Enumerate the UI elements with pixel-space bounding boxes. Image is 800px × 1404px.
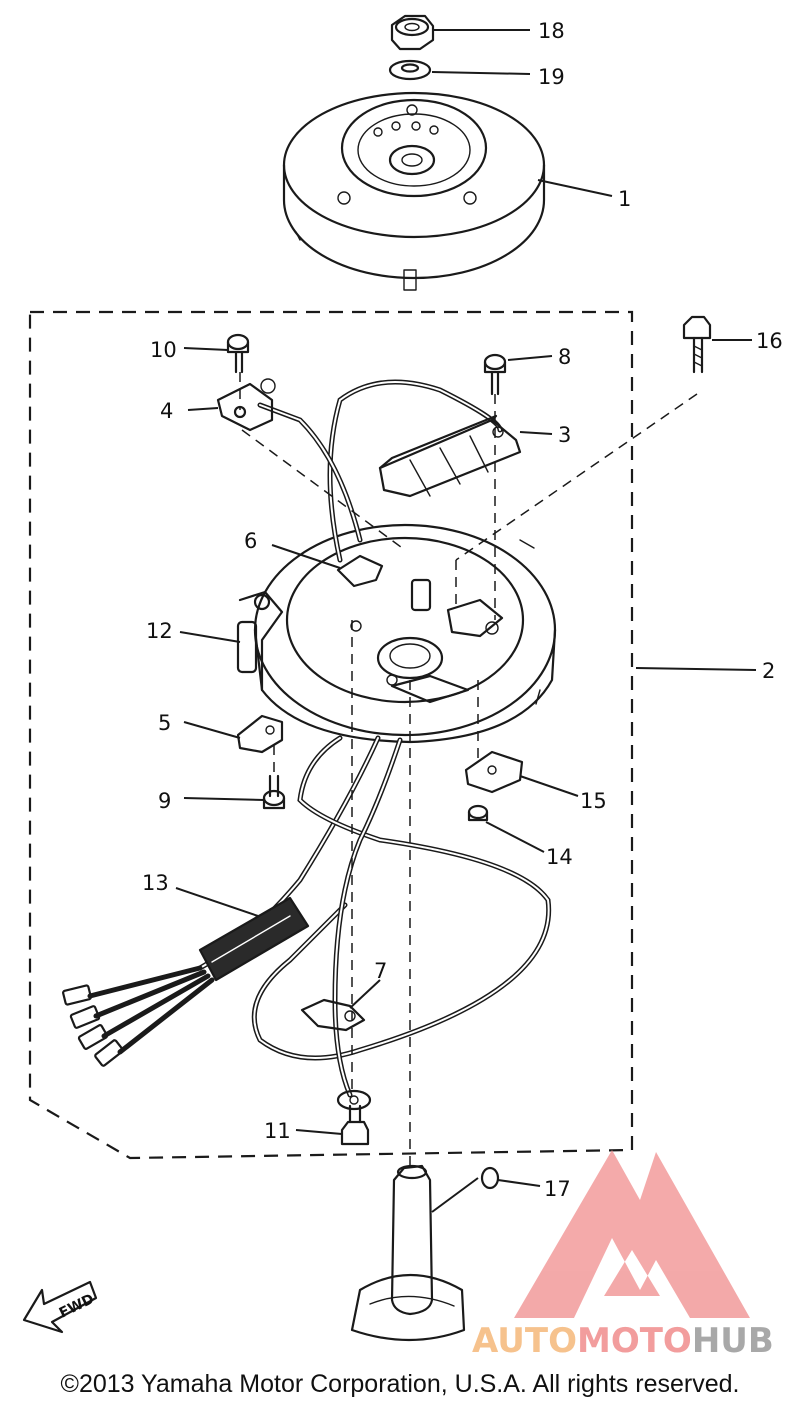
terminal-1 <box>62 984 92 1006</box>
callout-16: 16 <box>756 329 783 353</box>
part-1-flywheel <box>282 91 546 291</box>
callout-labels: 18 19 1 10 8 16 4 3 6 12 2 5 9 15 14 13 … <box>142 19 783 1201</box>
watermark-hub: HUB <box>692 1321 774 1361</box>
watermark-auto: AUTO <box>472 1321 577 1361</box>
callout-5: 5 <box>158 711 171 735</box>
watermark-moto: MOTO <box>577 1321 692 1361</box>
part-19-washer <box>388 59 432 81</box>
callout-14: 14 <box>546 845 573 869</box>
stator-base <box>236 523 557 744</box>
part-8-screw <box>483 353 507 396</box>
part-15-clamp <box>464 750 524 794</box>
callout-2: 2 <box>762 659 775 683</box>
watermark-logo <box>514 1150 750 1318</box>
part-17-key <box>480 1166 500 1190</box>
assembly-boundary-dashed <box>28 310 634 1160</box>
callout-7: 7 <box>374 959 387 983</box>
alignment-lines <box>239 372 698 1166</box>
callout-11: 11 <box>264 1119 291 1143</box>
terminal-4 <box>94 1039 124 1067</box>
leader-lines <box>175 29 757 1213</box>
callout-13: 13 <box>142 871 169 895</box>
part-14-screw <box>467 804 489 822</box>
terminal-3 <box>77 1024 109 1050</box>
callout-12: 12 <box>146 619 173 643</box>
part-9-screw <box>262 774 286 810</box>
callout-3: 3 <box>558 423 571 447</box>
crankshaft <box>350 1164 466 1342</box>
automotohub-watermark: AUTOMOTOHUB <box>472 1150 774 1361</box>
part-7-plate <box>300 998 366 1032</box>
wire-harness <box>62 379 552 1098</box>
part-4-bracket <box>216 378 276 432</box>
callout-18: 18 <box>538 19 565 43</box>
callout-17: 17 <box>544 1177 571 1201</box>
part-11-screw <box>336 1089 372 1146</box>
part-10-screw <box>226 333 250 374</box>
harness-sleeve <box>198 896 310 982</box>
terminal-2 <box>69 1005 101 1029</box>
part-5-clamp <box>236 714 284 754</box>
part-3-coil <box>378 414 522 498</box>
callout-8: 8 <box>558 345 571 369</box>
part-16-bolt <box>682 315 712 374</box>
callout-15: 15 <box>580 789 607 813</box>
copyright-notice: ©2013 Yamaha Motor Corporation, U.S.A. A… <box>60 1370 740 1398</box>
callout-19: 19 <box>538 65 565 89</box>
fwd-direction-arrow: FWD <box>22 1280 98 1334</box>
callout-6: 6 <box>244 529 257 553</box>
part-18-nut <box>390 14 435 51</box>
callout-10: 10 <box>150 338 177 362</box>
callout-4: 4 <box>160 399 173 423</box>
svg-text:AUTOMOTOHUB: AUTOMOTOHUB <box>472 1321 774 1361</box>
callout-9: 9 <box>158 789 171 813</box>
part-6-wire-clamp <box>336 554 384 588</box>
callout-1: 1 <box>618 187 631 211</box>
